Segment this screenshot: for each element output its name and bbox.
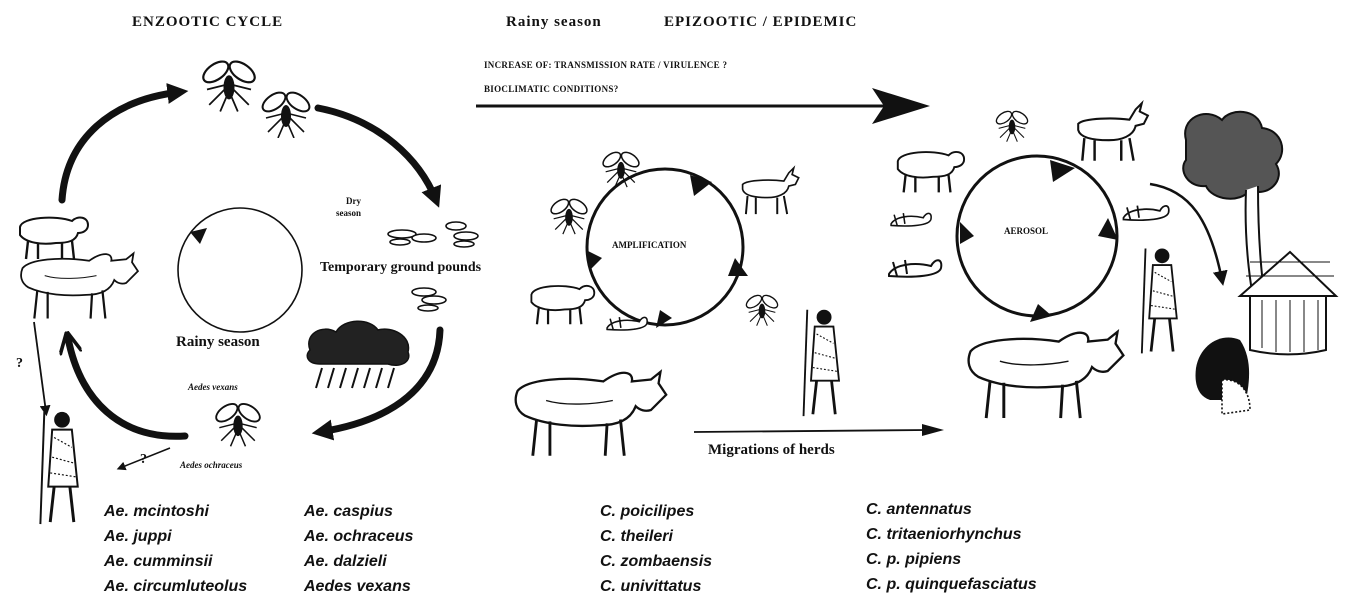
migrations-label: Migrations of herds [708,442,835,459]
herdsman-icon [804,310,839,416]
mosquito-icon [549,196,590,234]
species-column-culex-2: C. antennatus C. tritaeniorhynchus C. p.… [866,497,1037,597]
species-name: Ae. caspius [304,499,413,524]
species-name: C. antennatus [866,497,1037,522]
species-name: Ae. circumluteolus [104,574,247,599]
species-name: Ae. juppi [104,524,247,549]
migrations-arrowhead [922,424,944,436]
cattle-icon [969,332,1124,418]
mosquito-icon [200,57,259,111]
species-column-aedes-1: Ae. mcintoshi Ae. juppi Ae. cumminsii Ae… [104,499,247,599]
arrow-aedes-to-livestock [68,338,185,436]
species-name: C. poicilipes [600,499,712,524]
species-column-culex-1: C. poicilipes C. theileri C. zombaensis … [600,499,712,599]
amplification-label: AMPLIFICATION [612,240,686,250]
aerosol-cycle [957,156,1118,322]
sheep-icon [531,286,594,324]
sheep-icon [898,152,964,192]
arrow-sheep-to-mosquito [62,92,180,200]
rainy-season-header: Rainy season [506,14,602,31]
enzootic-inner-circle [178,208,302,332]
arrow-mosquito-to-ponds [318,108,436,200]
sheep-icon [889,260,941,277]
aedes-vexans-label: Aedes vexans [188,382,238,392]
question-mark-1: ? [16,356,23,372]
species-name: C. p. quinquefasciatus [866,572,1037,597]
sheep-icon [891,213,931,226]
herdsman-icon [40,412,77,524]
sheep-icon [607,317,647,330]
species-name: C. zombaensis [600,549,712,574]
goat-icon [1078,103,1148,160]
species-name: Ae. mcintoshi [104,499,247,524]
goat-icon [743,168,799,214]
species-name: Ae. ochraceus [304,524,413,549]
cattle-icon [516,372,666,456]
bioclimatic-line: BIOCLIMATIC CONDITIONS? [484,84,619,94]
temporary-ponds-label: Temporary ground pounds [320,260,481,276]
rainy-season-label: Rainy season [176,334,260,351]
question-mark-2: ? [140,452,147,468]
enzootic-cycle-title: ENZOOTIC CYCLE [132,14,283,31]
species-column-aedes-2: Ae. caspius Ae. ochraceus Ae. dalzieli A… [304,499,413,599]
mosquito-icon [994,109,1030,142]
increase-line: INCREASE OF: TRANSMISSION RATE / VIRULEN… [484,60,727,70]
epizootic-title: EPIZOOTIC / EPIDEMIC [664,14,857,31]
person-icon [1196,338,1250,414]
species-name: Aedes vexans [304,574,413,599]
aerosol-label: AEROSOL [1004,226,1048,236]
species-name: C. tritaeniorhynchus [866,522,1037,547]
species-name: Ae. dalzieli [304,549,413,574]
mosquito-icon [213,400,263,446]
mosquito-icon [744,293,780,326]
dry-season-label-2: season [336,208,361,218]
herdsman-icon [1142,248,1177,353]
sheep-icon [20,218,88,259]
aedes-ochraceus-label: Aedes ochraceus [180,460,242,470]
species-name: C. p. pipiens [866,547,1037,572]
mosquito-icon [259,89,312,138]
species-name: Ae. cumminsii [104,549,247,574]
sheep-icon [1123,206,1168,220]
arrow-livestock-to-human [34,322,46,412]
migrations-arrow-line [694,430,928,432]
species-name: C. theileri [600,524,712,549]
cattle-icon [21,253,138,318]
dry-season-label: Dry [346,196,361,206]
rain-cloud-icon [307,321,409,388]
species-name: C. univittatus [600,574,712,599]
